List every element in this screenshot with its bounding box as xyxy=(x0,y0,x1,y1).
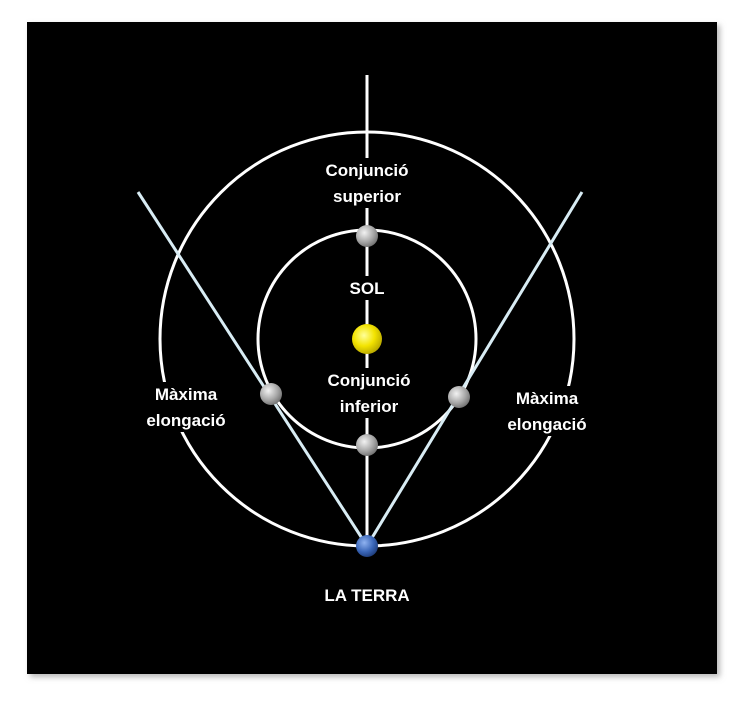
label-backdrop-superior xyxy=(322,158,412,208)
label-backdrop-inferior xyxy=(322,368,412,418)
planet-max-elongation-right xyxy=(448,386,470,408)
max-elongation-right-label-line1: Màxima xyxy=(516,389,579,408)
max-elongation-right-label-line2: elongació xyxy=(507,415,586,434)
label-backdrop-sun xyxy=(344,276,390,300)
earth-label: LA TERRA xyxy=(324,586,409,605)
label-backdrop-left xyxy=(138,382,234,432)
sun xyxy=(352,324,382,354)
superior-conjunction-label-line1: Conjunció xyxy=(325,161,408,180)
superior-conjunction-label-line2: superior xyxy=(333,187,401,206)
sun-label: SOL xyxy=(350,279,385,298)
label-backdrop-right xyxy=(500,386,596,436)
planet-max-elongation-left xyxy=(260,383,282,405)
sight-line-right xyxy=(365,191,584,547)
max-elongation-left-label-line1: Màxima xyxy=(155,385,218,404)
inferior-conjunction-label-line2: inferior xyxy=(340,397,399,416)
inferior-conjunction-label-line1: Conjunció xyxy=(327,371,410,390)
max-elongation-left-label-line2: elongació xyxy=(146,411,225,430)
sight-line-left xyxy=(136,191,369,547)
planet-inferior-conjunction xyxy=(356,434,378,456)
earth xyxy=(356,535,378,557)
planet-superior-conjunction xyxy=(356,225,378,247)
